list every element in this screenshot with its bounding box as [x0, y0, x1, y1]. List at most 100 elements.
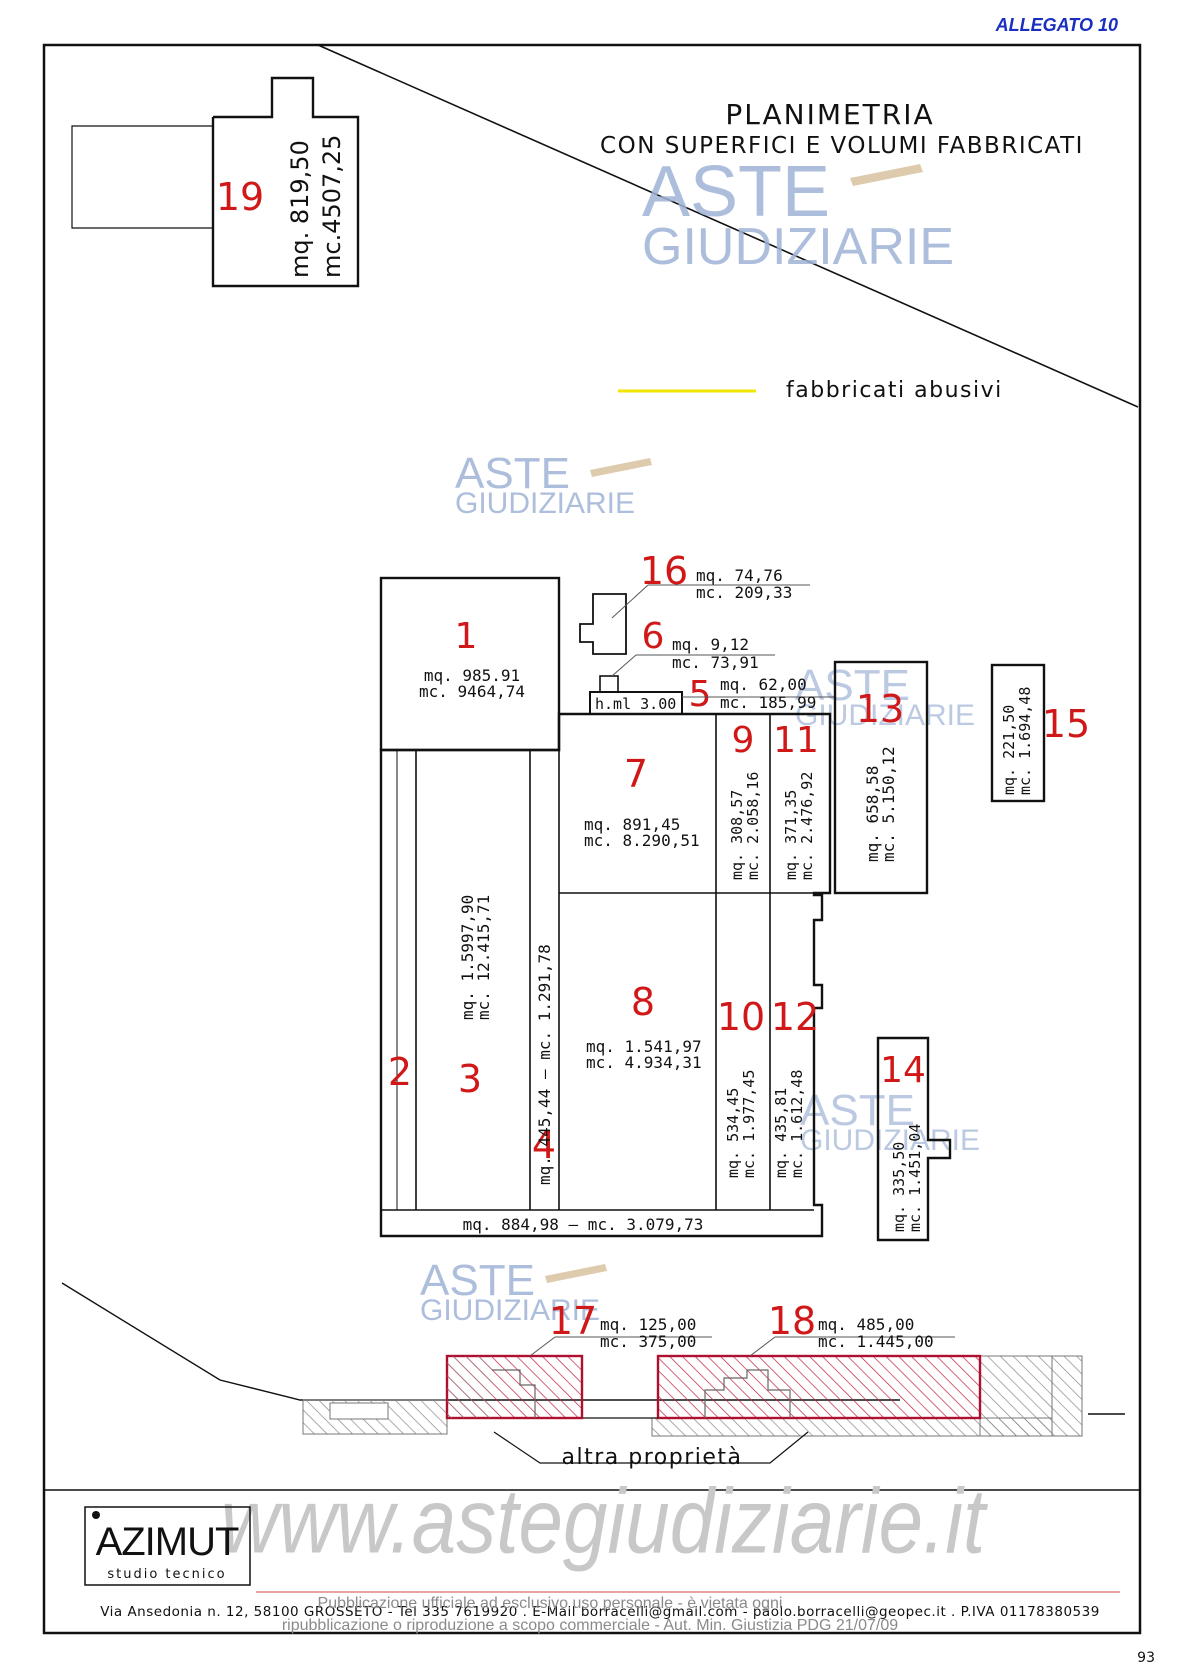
svg-text:16: 16: [640, 549, 688, 593]
svg-text:mc. 1.451,04: mc. 1.451,04: [906, 1124, 924, 1232]
svg-text:7: 7: [624, 752, 648, 796]
other-property-marker: altra proprietà: [493, 1417, 809, 1470]
logo-mark-icon: [92, 1511, 100, 1519]
building-13: 13 mq. 658,58 mc. 5.150,12: [833, 660, 929, 895]
building-19-area: mq. 819,50: [286, 140, 314, 278]
building-7: 7 mq. 891,45 mc. 8.290,51: [584, 752, 700, 850]
svg-text:mq. 74,76: mq. 74,76: [696, 566, 783, 585]
building-12: 12 mq. 435,81 mc. 1.612,48: [771, 995, 819, 1178]
building-6: 6 mq. 9,12 mc. 73,91: [599, 616, 775, 693]
svg-text:ASTE: ASTE: [455, 449, 570, 498]
building-18: 18 mq. 485,00 mc. 1.445,00: [656, 1299, 982, 1420]
svg-text:mq. 1.5997,90: mq. 1.5997,90: [458, 895, 477, 1020]
plan-title: PLANIMETRIA: [725, 98, 934, 131]
building-19-number: 19: [216, 175, 264, 219]
svg-text:mq. 1.541,97: mq. 1.541,97: [586, 1037, 702, 1056]
watermark-bottom: ASTE GIUDIZIARIE: [420, 1256, 607, 1327]
disclaimer-line-2: ripubblicazione o riproduzione a scopo c…: [282, 1617, 898, 1634]
svg-text:18: 18: [768, 1299, 816, 1343]
svg-text:mc. 1.612,48: mc. 1.612,48: [788, 1070, 806, 1178]
watermark-mid: ASTE GIUDIZIARIE: [455, 449, 652, 520]
watermark-right: ASTE GIUDIZIARIE: [795, 661, 975, 732]
svg-text:GIUDIZIARIE: GIUDIZIARIE: [455, 487, 635, 520]
svg-text:mq. 9,12: mq. 9,12: [672, 635, 749, 654]
svg-text:mq. 221,50: mq. 221,50: [1000, 705, 1018, 795]
svg-text:mq. 308,57: mq. 308,57: [728, 790, 746, 880]
svg-text:6: 6: [642, 616, 665, 657]
boundary-line: [317, 44, 1139, 408]
svg-text:mq. 485,00: mq. 485,00: [818, 1315, 914, 1334]
svg-text:mc. 185,99: mc. 185,99: [720, 693, 816, 712]
building-3: 3 mq. 1.5997,90 mc. 12.415,71: [458, 895, 493, 1101]
svg-text:mc. 12.415,71: mc. 12.415,71: [474, 895, 493, 1020]
building-14: 14 mq. 335,50 mc. 1.451,04: [876, 1036, 952, 1242]
studio-address: Via Ansedonia n. 12, 58100 GROSSETO - Te…: [100, 1604, 1100, 1620]
plan-subtitle: CON SUPERFICI E VOLUMI FABBRICATI: [600, 133, 1084, 159]
svg-text:mq. 658,58: mq. 658,58: [863, 766, 882, 862]
svg-text:12: 12: [771, 995, 819, 1039]
svg-text:mq. 891,45: mq. 891,45: [584, 815, 680, 834]
svg-text:11: 11: [773, 720, 819, 761]
svg-text:13: 13: [856, 687, 904, 731]
bottom-strip-label: mq. 884,98 – mc. 3.079,73: [463, 1215, 704, 1234]
building-5: h.ml 3.00 5 mq. 62,00 mc. 185,99: [589, 674, 835, 715]
logo-subtitle: studio tecnico: [107, 1567, 226, 1582]
svg-text:mc. 73,91: mc. 73,91: [672, 653, 759, 672]
svg-text:5: 5: [689, 674, 712, 715]
svg-text:GIUDIZIARIE: GIUDIZIARIE: [642, 218, 954, 276]
svg-text:mc. 1.694,48: mc. 1.694,48: [1016, 687, 1034, 795]
building-16: 16 mq. 74,76 mc. 209,33: [579, 549, 810, 655]
drawing-frame: [42, 43, 1142, 1635]
svg-text:mq. 534,45: mq. 534,45: [724, 1088, 742, 1178]
svg-text:GIUDIZIARIE: GIUDIZIARIE: [795, 699, 975, 732]
building-19: 19 mq. 819,50 mc.4507,25: [71, 76, 360, 288]
building-8: 8 mq. 1.541,97 mc. 4.934,31: [586, 980, 702, 1072]
svg-text:mc. 1.977,45: mc. 1.977,45: [740, 1070, 758, 1178]
svg-text:mc. 1.445,00: mc. 1.445,00: [818, 1332, 934, 1351]
building-15: 15 mq. 221,50 mc. 1.694,48: [990, 663, 1090, 803]
svg-text:h.ml 3.00: h.ml 3.00: [595, 695, 676, 713]
disclaimer-line-1: Pubblicazione ufficiale ad esclusivo uso…: [318, 1595, 783, 1612]
svg-text:mq. 125,00: mq. 125,00: [600, 1315, 696, 1334]
svg-text:mq. 445,44 – mc. 1.291,78: mq. 445,44 – mc. 1.291,78: [535, 944, 554, 1185]
svg-text:mc. 2.476,92: mc. 2.476,92: [798, 772, 816, 880]
building-11: 11 mq. 371,35 mc. 2.476,92: [773, 720, 819, 880]
svg-text:9: 9: [732, 720, 755, 761]
svg-text:ASTE: ASTE: [800, 1086, 915, 1135]
svg-text:mq. 335,50: mq. 335,50: [890, 1142, 908, 1232]
svg-text:17: 17: [549, 1299, 597, 1343]
svg-text:ASTE: ASTE: [420, 1256, 535, 1305]
svg-text:mc. 375,00: mc. 375,00: [600, 1332, 696, 1351]
legend-label: fabbricati abusivi: [786, 378, 1003, 403]
svg-text:14: 14: [880, 1050, 926, 1091]
svg-text:mq. 985.91: mq. 985.91: [424, 666, 520, 685]
svg-text:3: 3: [458, 1057, 482, 1101]
building-1: 1 mq. 985.91 mc. 9464,74: [379, 576, 561, 752]
building-17: 17 mq. 125,00 mc. 375,00: [445, 1299, 712, 1420]
studio-logo: AZIMUT studio tecnico: [84, 1506, 251, 1586]
site-watermark: www.astegiudiziarie.it: [221, 1470, 988, 1572]
svg-text:8: 8: [631, 980, 655, 1024]
svg-text:GIUDIZIARIE: GIUDIZIARIE: [420, 1294, 600, 1327]
svg-text:10: 10: [717, 995, 765, 1039]
svg-text:mc. 5.150,12: mc. 5.150,12: [879, 746, 898, 862]
terrain-line: [61, 1282, 900, 1401]
svg-text:mc. 209,33: mc. 209,33: [696, 583, 792, 602]
svg-text:4: 4: [532, 1123, 556, 1167]
attachment-label: ALLEGATO 10: [995, 15, 1118, 35]
building-9: 9 mq. 308,57 mc. 2.058,16: [728, 720, 762, 880]
building-4: 4 mq. 445,44 – mc. 1.291,78: [532, 944, 556, 1185]
svg-text:15: 15: [1042, 702, 1090, 746]
svg-text:ASTE: ASTE: [795, 661, 910, 710]
logo-text: AZIMUT: [96, 1520, 239, 1564]
building-2-number: 2: [388, 1050, 412, 1094]
watermark-top: ASTE GIUDIZIARIE: [642, 152, 954, 276]
svg-text:mq. 371,35: mq. 371,35: [782, 790, 800, 880]
svg-text:1: 1: [455, 616, 478, 657]
building-19-volume: mc.4507,25: [318, 135, 346, 278]
main-complex-outline: [379, 712, 832, 1238]
svg-text:altra proprietà: altra proprietà: [562, 1445, 743, 1470]
svg-text:mc. 9464,74: mc. 9464,74: [419, 682, 525, 701]
svg-text:mc. 4.934,31: mc. 4.934,31: [586, 1053, 702, 1072]
building-10: 10 mq. 534,45 mc. 1.977,45: [717, 995, 765, 1178]
